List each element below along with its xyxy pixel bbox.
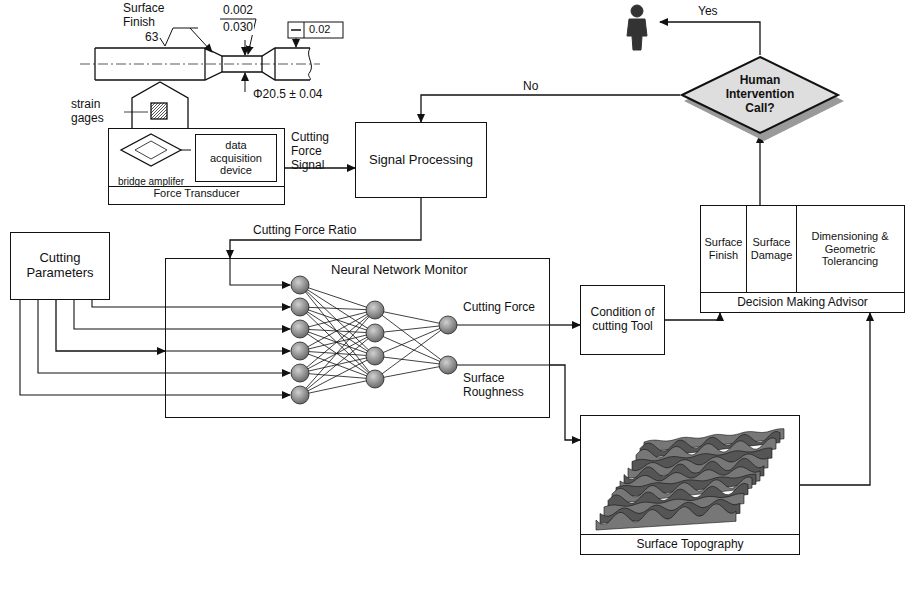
link xyxy=(375,325,448,379)
flow-arrow xyxy=(421,95,680,122)
neuron xyxy=(291,320,309,338)
surface-row xyxy=(596,504,736,530)
link xyxy=(300,285,375,310)
link xyxy=(375,365,448,379)
flow-arrow xyxy=(550,324,580,325)
link xyxy=(300,356,375,395)
transducer-box: Force Transducerbridge amplifer data acqu… xyxy=(108,128,285,205)
flow-arrow xyxy=(56,300,165,351)
yes-arrow xyxy=(660,22,760,55)
edge-label: No xyxy=(522,80,539,94)
neuron xyxy=(291,342,309,360)
edge-label: Cutting Force Ratio xyxy=(252,224,357,238)
drawing-label: 63 xyxy=(144,31,159,45)
link xyxy=(300,310,375,395)
neuron xyxy=(366,324,384,342)
node-text: Surface Finish xyxy=(704,236,743,261)
advisor-box: Decision Making Advisor Surface Finish Sur… xyxy=(700,205,905,313)
edge-label: Cutting Force Signal xyxy=(290,131,354,172)
neuron xyxy=(291,364,309,382)
drawing-label: 0.030 xyxy=(222,21,254,35)
link xyxy=(375,310,448,325)
link xyxy=(300,329,375,333)
flow-arrow xyxy=(800,313,870,485)
criterion-box: Dimensioning & Geometric Tolerancing xyxy=(797,206,903,292)
drawing-label: Yes xyxy=(697,5,719,19)
link xyxy=(300,379,375,395)
gage-housing xyxy=(124,82,188,128)
neuron xyxy=(291,276,309,294)
node-text: Surface Topography xyxy=(581,534,799,554)
link xyxy=(300,329,375,379)
link xyxy=(375,325,448,356)
drawing-label: Surface Finish xyxy=(122,2,184,30)
neuron xyxy=(366,301,384,319)
tolerance-callouts xyxy=(220,19,343,92)
flow-arrow xyxy=(550,365,580,440)
process-box: Signal Processing xyxy=(355,122,487,198)
drawing-label: 0.02 xyxy=(308,23,331,36)
link xyxy=(300,373,375,379)
surface-topography-plot xyxy=(596,429,784,530)
neuron xyxy=(366,370,384,388)
node-text: Signal Processing xyxy=(369,153,473,168)
link xyxy=(300,285,375,356)
link xyxy=(300,307,375,310)
node-text: bridge amplifer xyxy=(111,176,191,188)
flow-arrow xyxy=(665,313,720,320)
bridge-inner xyxy=(135,141,167,159)
tool-condition-box: Condition of cutting Tool xyxy=(580,285,665,355)
bridge-amplifier: bridge amplifer xyxy=(111,131,191,187)
link xyxy=(300,285,375,333)
node-text: Dimensioning & Geometric Tolerancing xyxy=(800,230,900,268)
topography-box: Surface Topography xyxy=(580,415,800,555)
link xyxy=(300,310,375,351)
network-links xyxy=(291,276,457,404)
link xyxy=(375,325,448,333)
link xyxy=(300,351,375,379)
parameters-box: Cutting Parameters xyxy=(10,232,110,300)
bridge-wire xyxy=(181,150,191,151)
node-text: Surface Roughness xyxy=(463,372,543,400)
criterion-box: Surface Damage xyxy=(747,206,797,292)
neuron xyxy=(439,356,457,374)
link xyxy=(375,310,448,365)
node-text: Neural Network Monitor xyxy=(331,263,468,278)
link xyxy=(300,307,375,356)
node-text: Decision Making Advisor xyxy=(701,292,904,312)
node-text: Condition of cutting Tool xyxy=(584,306,661,334)
network-box: Neural Network MonitorCutting ForceSurfa… xyxy=(165,258,550,418)
decision-diamond: Human Intervention Call? xyxy=(680,55,840,135)
link xyxy=(300,333,375,395)
node-text: Surface Damage xyxy=(750,236,793,261)
node-text: Cutting Force xyxy=(463,301,535,315)
neuron xyxy=(291,298,309,316)
node-text: Human Intervention Call? xyxy=(712,55,808,135)
neuron xyxy=(366,347,384,365)
bridge-outline xyxy=(121,134,181,166)
neuron xyxy=(439,316,457,334)
link xyxy=(375,333,448,365)
node-text: Force Transducer xyxy=(109,186,284,204)
node-text: Cutting Parameters xyxy=(14,251,106,281)
drawing-label: 0.002 xyxy=(222,4,254,18)
acquisition-box: data acquisition device xyxy=(195,134,277,182)
flow-arrow xyxy=(230,198,421,258)
shaft-drawing xyxy=(80,48,320,80)
link xyxy=(300,307,375,333)
drawing-label: strain gages xyxy=(70,98,124,126)
flow-arrow xyxy=(759,135,760,205)
surface-finish-symbol xyxy=(160,28,212,52)
link xyxy=(300,307,375,379)
criterion-box: Surface Finish xyxy=(701,206,747,292)
drawing-label: Φ20.5 ± 0.04 xyxy=(252,88,324,102)
node-text: data acquisition device xyxy=(199,139,273,177)
operator-icon xyxy=(627,5,647,50)
link xyxy=(300,285,375,379)
neuron xyxy=(291,386,309,404)
link xyxy=(375,356,448,365)
